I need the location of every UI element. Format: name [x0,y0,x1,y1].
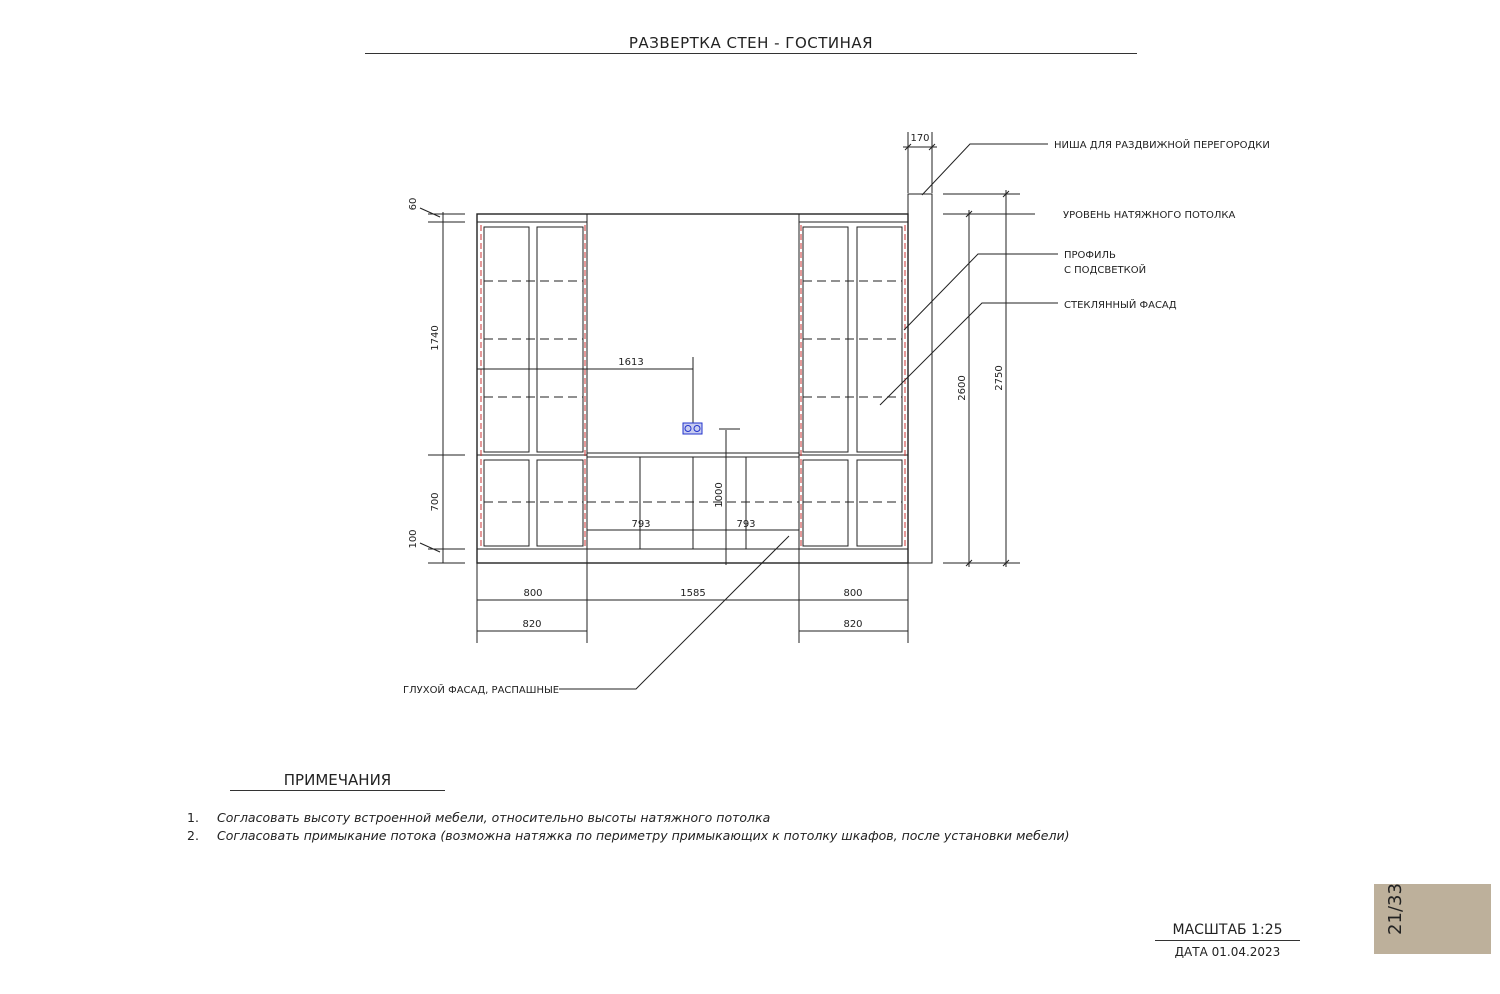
dim-right-outer: 820 [843,619,862,630]
callout-profile-2: С ПОДСВЕТКОЙ [1064,263,1146,276]
dim-lower-right: 793 [736,519,755,530]
callout-glass: СТЕКЛЯННЫЙ ФАСАД [1064,298,1177,311]
dim-center-module: 1585 [680,588,705,599]
note-text: Согласовать примыкание потока (возможна … [217,828,1070,843]
callout-profile-1: ПРОФИЛЬ [1064,250,1116,261]
dim-right-module: 800 [843,588,862,599]
blind-door [536,459,584,547]
dim-left-outer: 820 [522,619,541,630]
callout-niche: НИША ДЛЯ РАЗДВИЖНОЙ ПЕРЕГОРОДКИ [1054,138,1270,151]
dim-lower-height: 700 [430,492,441,511]
dim-left-module: 800 [523,588,542,599]
niche-column [907,193,933,564]
note-number: 2. [187,828,199,843]
notes-title: ПРИМЕЧАНИЯ [283,771,392,789]
blind-door [483,459,530,547]
scale-label: МАСШТАБ 1:25 [1172,922,1283,938]
dim-lower-left: 793 [631,519,650,530]
callout-blind: ГЛУХОЙ ФАСАД, РАСПАШНЫЕ [403,683,559,696]
scale-underline [1155,940,1300,941]
note-text: Согласовать высоту встроенной мебели, от… [217,810,771,825]
title-underline [365,53,1137,54]
dim-niche-width: 170 [910,133,929,144]
dim-top-gap: 60 [408,198,419,211]
dim-upper-height: 1740 [430,325,441,350]
dim-outlet-height: 1000 [714,482,725,507]
date-label: ДАТА 01.04.2023 [1174,945,1281,959]
dim-total-height: 2750 [994,365,1005,390]
dim-outlet-offset: 1613 [618,357,643,368]
page-number: 21/33 [1385,883,1406,935]
dim-ceiling-height: 2600 [957,375,968,400]
drawing-title: РАЗВЕРТКА СТЕН - ГОСТИНАЯ [628,34,874,52]
dim-plinth: 100 [408,529,419,548]
notes-underline [230,790,445,791]
blind-door [802,459,849,547]
note-number: 1. [187,810,199,825]
callout-ceiling: УРОВЕНЬ НАТЯЖНОГО ПОТОЛКА [1063,210,1235,221]
page-number-box: 21/33 [1374,883,1491,954]
shelf-lines [484,280,902,503]
blind-door [856,459,903,547]
power-outlet [682,422,703,435]
